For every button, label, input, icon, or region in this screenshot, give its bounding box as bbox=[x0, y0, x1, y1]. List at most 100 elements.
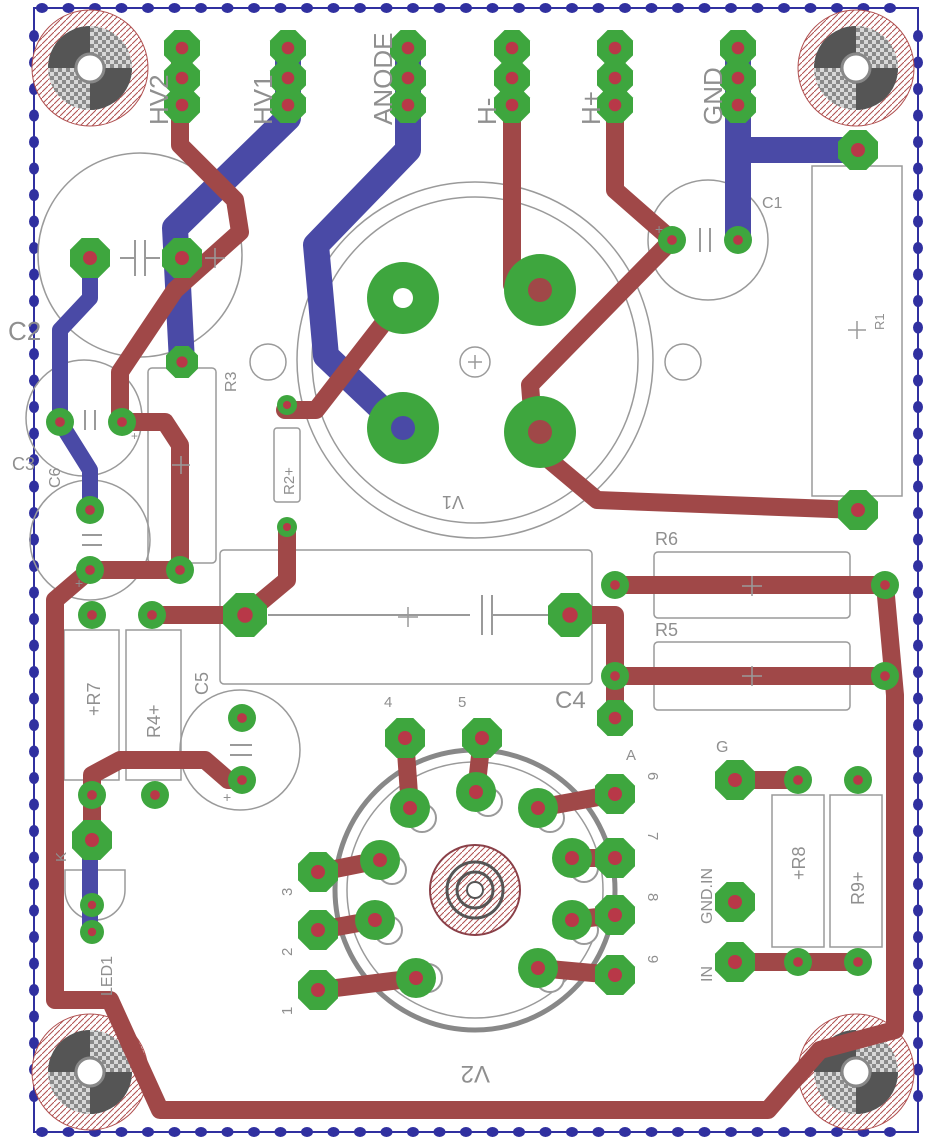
edge-via bbox=[29, 533, 39, 546]
edge-via bbox=[913, 348, 923, 360]
v2-center bbox=[429, 844, 521, 936]
drill-hole bbox=[55, 417, 65, 427]
drill-hole bbox=[610, 671, 620, 681]
edge-via bbox=[913, 56, 923, 69]
edge-via bbox=[115, 3, 128, 13]
drill-hole bbox=[793, 775, 803, 785]
edge-via bbox=[645, 1127, 658, 1137]
label-hv1: HV1 bbox=[248, 74, 278, 125]
edge-via bbox=[913, 533, 923, 546]
drill-hole bbox=[85, 565, 95, 575]
label-gnd: GND bbox=[698, 67, 728, 125]
edge-via bbox=[913, 1063, 923, 1076]
edge-via bbox=[913, 189, 923, 201]
edge-via bbox=[751, 1127, 764, 1137]
edge-via bbox=[29, 1037, 39, 1049]
drill-hole bbox=[880, 671, 890, 681]
drill-hole bbox=[311, 983, 325, 997]
drill-hole bbox=[85, 833, 99, 847]
label-h-plus: H+ bbox=[576, 91, 606, 125]
edge-via bbox=[301, 1127, 313, 1137]
label-r2: R2+ bbox=[281, 467, 298, 495]
drill-hole bbox=[175, 251, 189, 265]
edge-via bbox=[778, 3, 790, 13]
drill-hole bbox=[733, 235, 743, 245]
edge-via bbox=[913, 613, 923, 625]
edge-via bbox=[913, 401, 923, 413]
label-c5-plus: + bbox=[223, 789, 231, 805]
edge-via bbox=[29, 242, 39, 254]
plus-marks bbox=[172, 248, 866, 686]
drill-hole bbox=[237, 775, 247, 785]
drill-hole bbox=[531, 961, 545, 975]
label-led1: LED1 bbox=[99, 956, 116, 996]
drill-hole bbox=[562, 607, 578, 623]
edge-via bbox=[29, 215, 39, 228]
edge-via bbox=[29, 931, 39, 943]
edge-via bbox=[913, 268, 923, 281]
drill-hole bbox=[505, 71, 519, 85]
edge-via bbox=[29, 613, 39, 625]
label-hv2: HV2 bbox=[144, 74, 174, 125]
edge-via bbox=[513, 3, 525, 13]
edge-via bbox=[913, 1010, 923, 1023]
label-r7: +R7 bbox=[84, 682, 104, 716]
drill-hole bbox=[728, 773, 742, 787]
drill-hole bbox=[117, 417, 127, 427]
edge-via bbox=[248, 3, 260, 13]
drill-hole bbox=[608, 98, 622, 112]
pad-layer bbox=[46, 30, 899, 1010]
label-c1: C1 bbox=[762, 195, 783, 212]
edge-via bbox=[29, 507, 39, 519]
edge-via bbox=[29, 162, 39, 175]
edge-via bbox=[913, 957, 923, 970]
drill-hole bbox=[608, 711, 622, 725]
v2-pin-8: 8 bbox=[644, 893, 661, 901]
v2-pin-7: 7 bbox=[644, 832, 661, 840]
edge-via bbox=[195, 3, 207, 13]
v2-pin-3: 3 bbox=[279, 888, 296, 896]
mounting-hole-tl bbox=[31, 9, 149, 127]
edge-via bbox=[168, 3, 181, 13]
label-r4: R4+ bbox=[144, 704, 164, 738]
edge-via bbox=[29, 109, 39, 122]
edge-via bbox=[778, 1127, 790, 1137]
edge-via bbox=[29, 454, 39, 466]
edge-via bbox=[433, 3, 446, 13]
edge-via bbox=[29, 772, 39, 784]
edge-via bbox=[29, 692, 39, 705]
edge-via bbox=[913, 215, 923, 228]
label-in: IN bbox=[699, 966, 716, 982]
drill-hole bbox=[608, 71, 622, 85]
edge-via bbox=[142, 1127, 154, 1137]
drill-hole bbox=[281, 98, 295, 112]
edge-via bbox=[539, 3, 552, 13]
edge-via bbox=[592, 1127, 605, 1137]
drill-hole bbox=[469, 785, 483, 799]
drill-hole bbox=[237, 713, 247, 723]
edge-via bbox=[29, 321, 39, 334]
label-c2-plus: + bbox=[131, 429, 138, 443]
drill-hole bbox=[401, 41, 415, 55]
mounting-hole-bl bbox=[31, 1013, 149, 1131]
edge-via bbox=[913, 427, 923, 440]
drill-hole bbox=[87, 927, 97, 937]
edge-via bbox=[29, 719, 39, 731]
drill-hole bbox=[401, 98, 415, 112]
drill-hole bbox=[409, 971, 423, 985]
drill-hole bbox=[175, 98, 189, 112]
edge-via bbox=[327, 3, 340, 13]
drill-hole bbox=[505, 98, 519, 112]
label-r9: R9+ bbox=[848, 871, 868, 905]
edge-via bbox=[221, 3, 234, 13]
edge-via bbox=[913, 851, 923, 864]
edge-via bbox=[913, 242, 923, 254]
edge-via bbox=[913, 1090, 923, 1102]
edge-via bbox=[29, 798, 39, 811]
label-a: A bbox=[626, 747, 636, 764]
edge-via bbox=[513, 1127, 525, 1137]
drill-hole bbox=[175, 71, 189, 85]
label-c6-plus: + bbox=[75, 575, 83, 591]
label-gnd-in: GND.IN bbox=[699, 868, 716, 924]
edge-via bbox=[913, 692, 923, 705]
